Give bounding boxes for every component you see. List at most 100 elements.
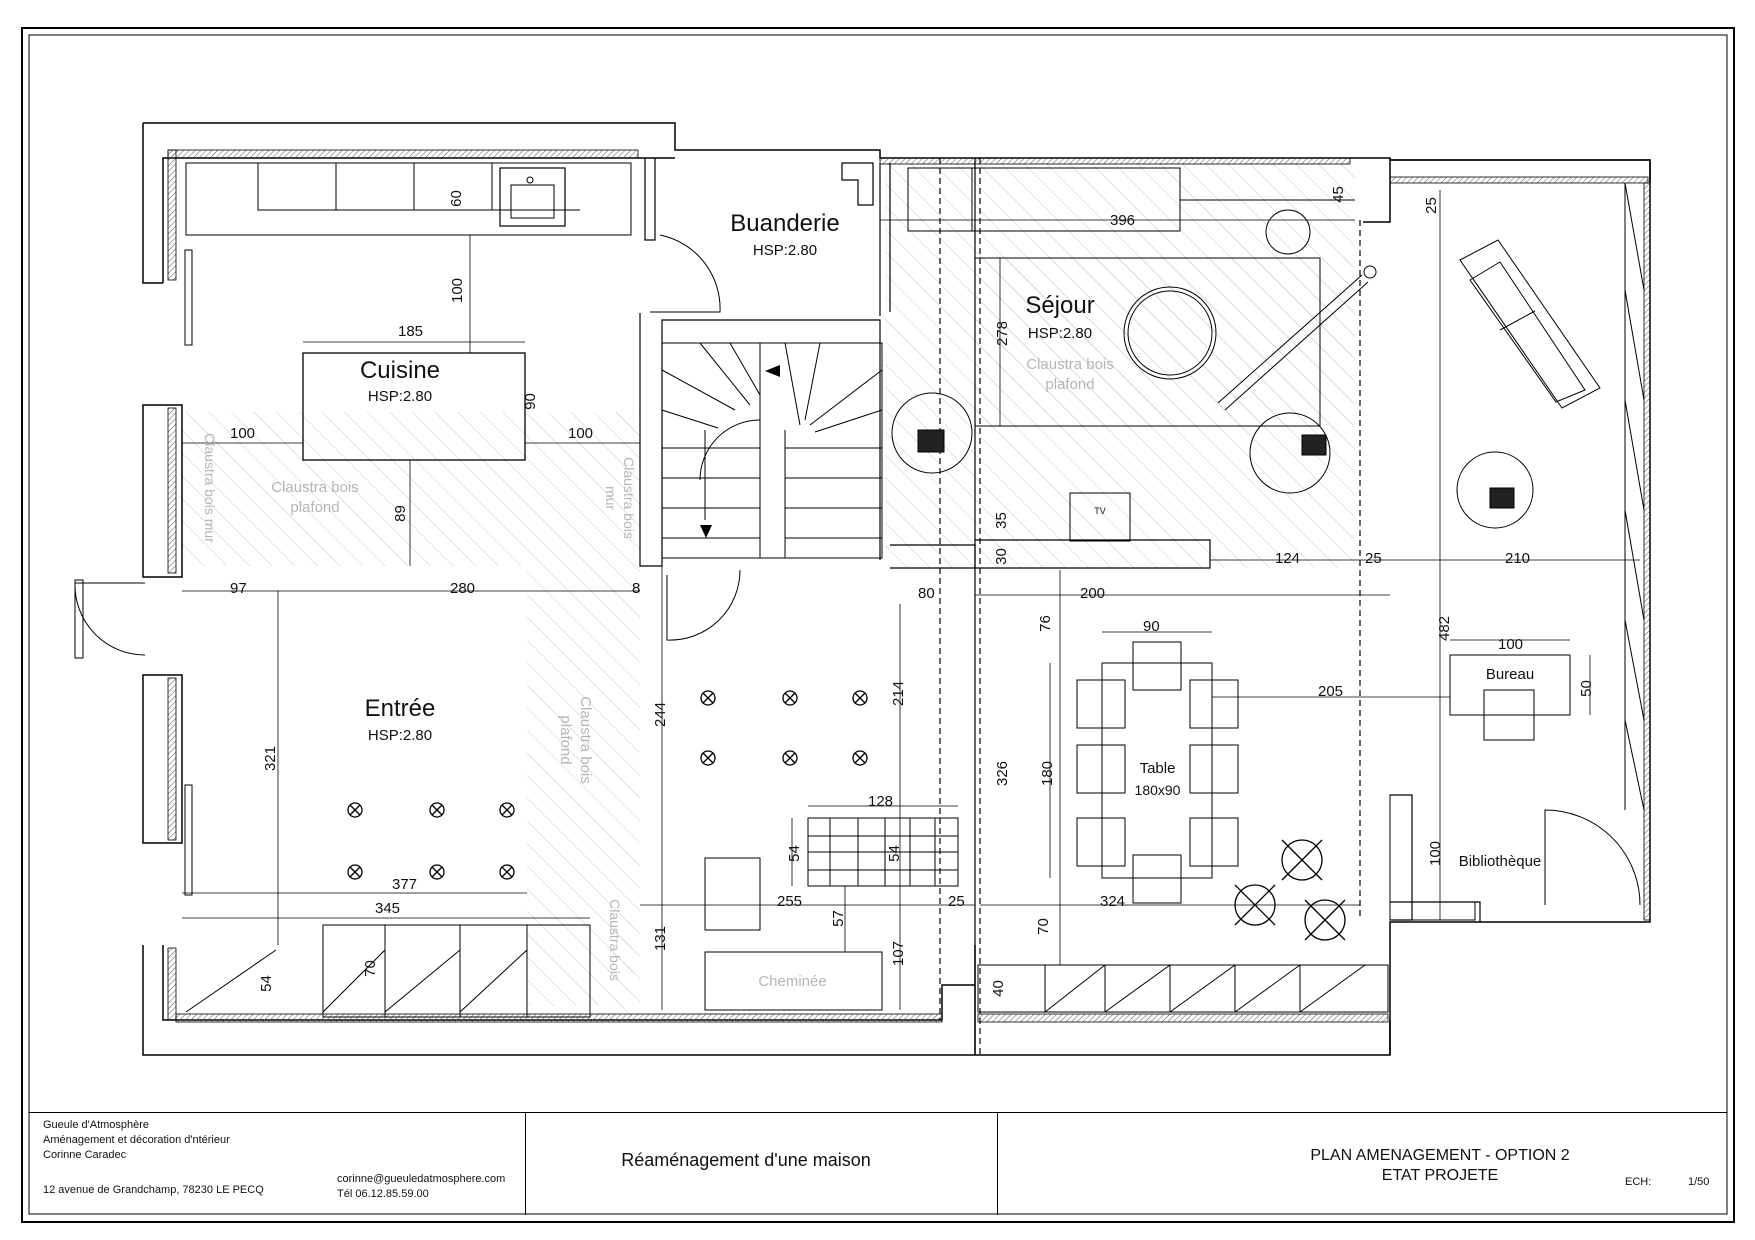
table-size-label: 180x90 bbox=[1134, 782, 1181, 798]
scale-value: 1/50 bbox=[1688, 1176, 1710, 1188]
tv-label: TV bbox=[1094, 506, 1106, 516]
dim-324: 324 bbox=[1100, 893, 1126, 910]
dim-321: 321 bbox=[262, 745, 280, 772]
kitchen-counter bbox=[185, 162, 632, 236]
dim-50: 50 bbox=[1577, 680, 1595, 697]
dim-30: 30 bbox=[992, 548, 1010, 565]
claustra-bottom-label: Claustra bois bbox=[607, 899, 623, 981]
dim-25-mid: 25 bbox=[1365, 550, 1382, 567]
dim-70-left: 70 bbox=[361, 960, 379, 977]
dim-326: 326 bbox=[994, 760, 1012, 787]
dim-100-shelf: 100 bbox=[1427, 840, 1445, 867]
title-block bbox=[29, 1112, 1727, 1215]
room-label-sejour: Séjour bbox=[1025, 292, 1095, 319]
dim-185: 185 bbox=[398, 323, 424, 340]
bureau-label: Bureau bbox=[1485, 666, 1535, 683]
dim-80: 80 bbox=[918, 585, 935, 602]
room-hsp-cuisine: HSP:2.80 bbox=[367, 388, 433, 405]
claustra-entree-line2: plafond bbox=[557, 715, 574, 765]
dim-40: 40 bbox=[989, 980, 1007, 997]
dim-60: 60 bbox=[447, 190, 465, 207]
dim-377: 377 bbox=[392, 876, 418, 893]
claustra-sejour-line1: Claustra bois bbox=[1026, 356, 1114, 373]
bookshelf-side bbox=[1624, 182, 1645, 811]
dim-89: 89 bbox=[391, 505, 409, 522]
room-label-cuisine: Cuisine bbox=[359, 357, 441, 384]
dim-210: 210 bbox=[1505, 550, 1531, 567]
claustra-sejour-line2: plafond bbox=[1045, 376, 1095, 393]
dim-255: 255 bbox=[777, 893, 803, 910]
dim-345: 345 bbox=[375, 900, 401, 917]
dim-97: 97 bbox=[230, 580, 247, 597]
plan-title-2: ETAT PROJETE bbox=[1381, 1167, 1499, 1184]
dim-205: 205 bbox=[1318, 683, 1344, 700]
title-block-divider-1 bbox=[525, 1113, 526, 1215]
company-person: Corinne Caradec bbox=[43, 1149, 127, 1161]
table-label: Table bbox=[1139, 760, 1176, 777]
dim-90-table: 90 bbox=[1143, 618, 1160, 635]
sofa bbox=[1459, 239, 1601, 409]
company-activity: Aménagement et décoration d'ntérieur bbox=[43, 1134, 230, 1146]
room-label-entree: Entrée bbox=[364, 695, 436, 722]
room-hsp-entree: HSP:2.80 bbox=[367, 727, 433, 744]
claustra-mur-right-line2: mur bbox=[603, 485, 619, 511]
wall-insulation bbox=[167, 149, 1651, 1023]
kitchen-island bbox=[302, 352, 526, 461]
dim-45: 45 bbox=[1329, 186, 1347, 203]
claustra-entree-line1: Claustra bois bbox=[577, 696, 594, 784]
dim-200: 200 bbox=[1080, 585, 1106, 602]
dim-214: 214 bbox=[890, 680, 908, 707]
dim-100-right: 100 bbox=[568, 425, 594, 442]
company-name: Gueule d'Atmosphère bbox=[43, 1119, 150, 1131]
project-title: Réaménagement d'une maison bbox=[621, 1150, 871, 1170]
ceiling-lights bbox=[347, 690, 1346, 941]
dimension-lines bbox=[182, 190, 1640, 1010]
desk bbox=[1449, 654, 1571, 741]
room-hsp-sejour: HSP:2.80 bbox=[1027, 325, 1093, 342]
dim-8: 8 bbox=[632, 580, 641, 597]
bibliotheque-label: Bibliothèque bbox=[1458, 853, 1542, 870]
stair-arrow-icon bbox=[700, 525, 712, 538]
plan-title-1: PLAN AMENAGEMENT - OPTION 2 bbox=[1310, 1147, 1570, 1164]
claustra-mur-left-label: Claustra bois mur bbox=[202, 433, 218, 543]
dim-180: 180 bbox=[1039, 760, 1057, 787]
dim-128: 128 bbox=[868, 793, 894, 810]
claustra-plafond-line1: Claustra bois bbox=[271, 479, 359, 496]
claustra-sejour-label: Claustra bois plafond bbox=[1010, 355, 1130, 395]
claustra-entree-label: Claustra bois plafond bbox=[555, 680, 595, 800]
dim-54-right: 54 bbox=[885, 845, 903, 862]
fireplace-and-storage bbox=[185, 794, 1476, 1018]
dim-131: 131 bbox=[652, 925, 670, 952]
dim-482: 482 bbox=[1436, 615, 1454, 642]
company-email[interactable]: corinne@gueuledatmosphere.com bbox=[337, 1173, 506, 1185]
dim-244: 244 bbox=[652, 701, 670, 728]
dim-90: 90 bbox=[521, 393, 539, 410]
title-block-divider-2 bbox=[997, 1113, 998, 1215]
claustra-mur-right-label: Claustra bois mur bbox=[602, 438, 638, 558]
inner-frame bbox=[28, 34, 1728, 1215]
dim-25-top: 25 bbox=[1422, 197, 1440, 214]
staircase bbox=[661, 342, 883, 559]
dim-124: 124 bbox=[1275, 550, 1301, 567]
sejour-furniture bbox=[907, 167, 1377, 542]
dim-100-left: 100 bbox=[230, 425, 256, 442]
cheminee-label: Cheminée bbox=[758, 973, 827, 990]
dim-100-kitchen: 100 bbox=[449, 277, 467, 304]
dim-35: 35 bbox=[992, 512, 1010, 529]
dim-76: 76 bbox=[1036, 615, 1054, 632]
claustra-plafond-line2: plafond bbox=[290, 499, 340, 516]
dim-396: 396 bbox=[1110, 212, 1136, 229]
dim-25-bottom: 25 bbox=[948, 893, 965, 910]
dim-280: 280 bbox=[450, 580, 476, 597]
dim-107: 107 bbox=[890, 940, 908, 967]
stair-arrow-up-icon bbox=[765, 365, 780, 377]
dim-54-left: 54 bbox=[785, 845, 803, 862]
room-label-buanderie: Buanderie bbox=[730, 210, 840, 237]
claustra-mur-right-line1: Claustra bois bbox=[621, 457, 637, 539]
company-address: 12 avenue de Grandchamp, 78230 LE PECQ bbox=[43, 1184, 264, 1196]
dim-100-desk: 100 bbox=[1498, 636, 1524, 653]
dining-table bbox=[1076, 641, 1239, 904]
dim-278: 278 bbox=[994, 320, 1012, 347]
armchairs bbox=[891, 392, 1534, 529]
